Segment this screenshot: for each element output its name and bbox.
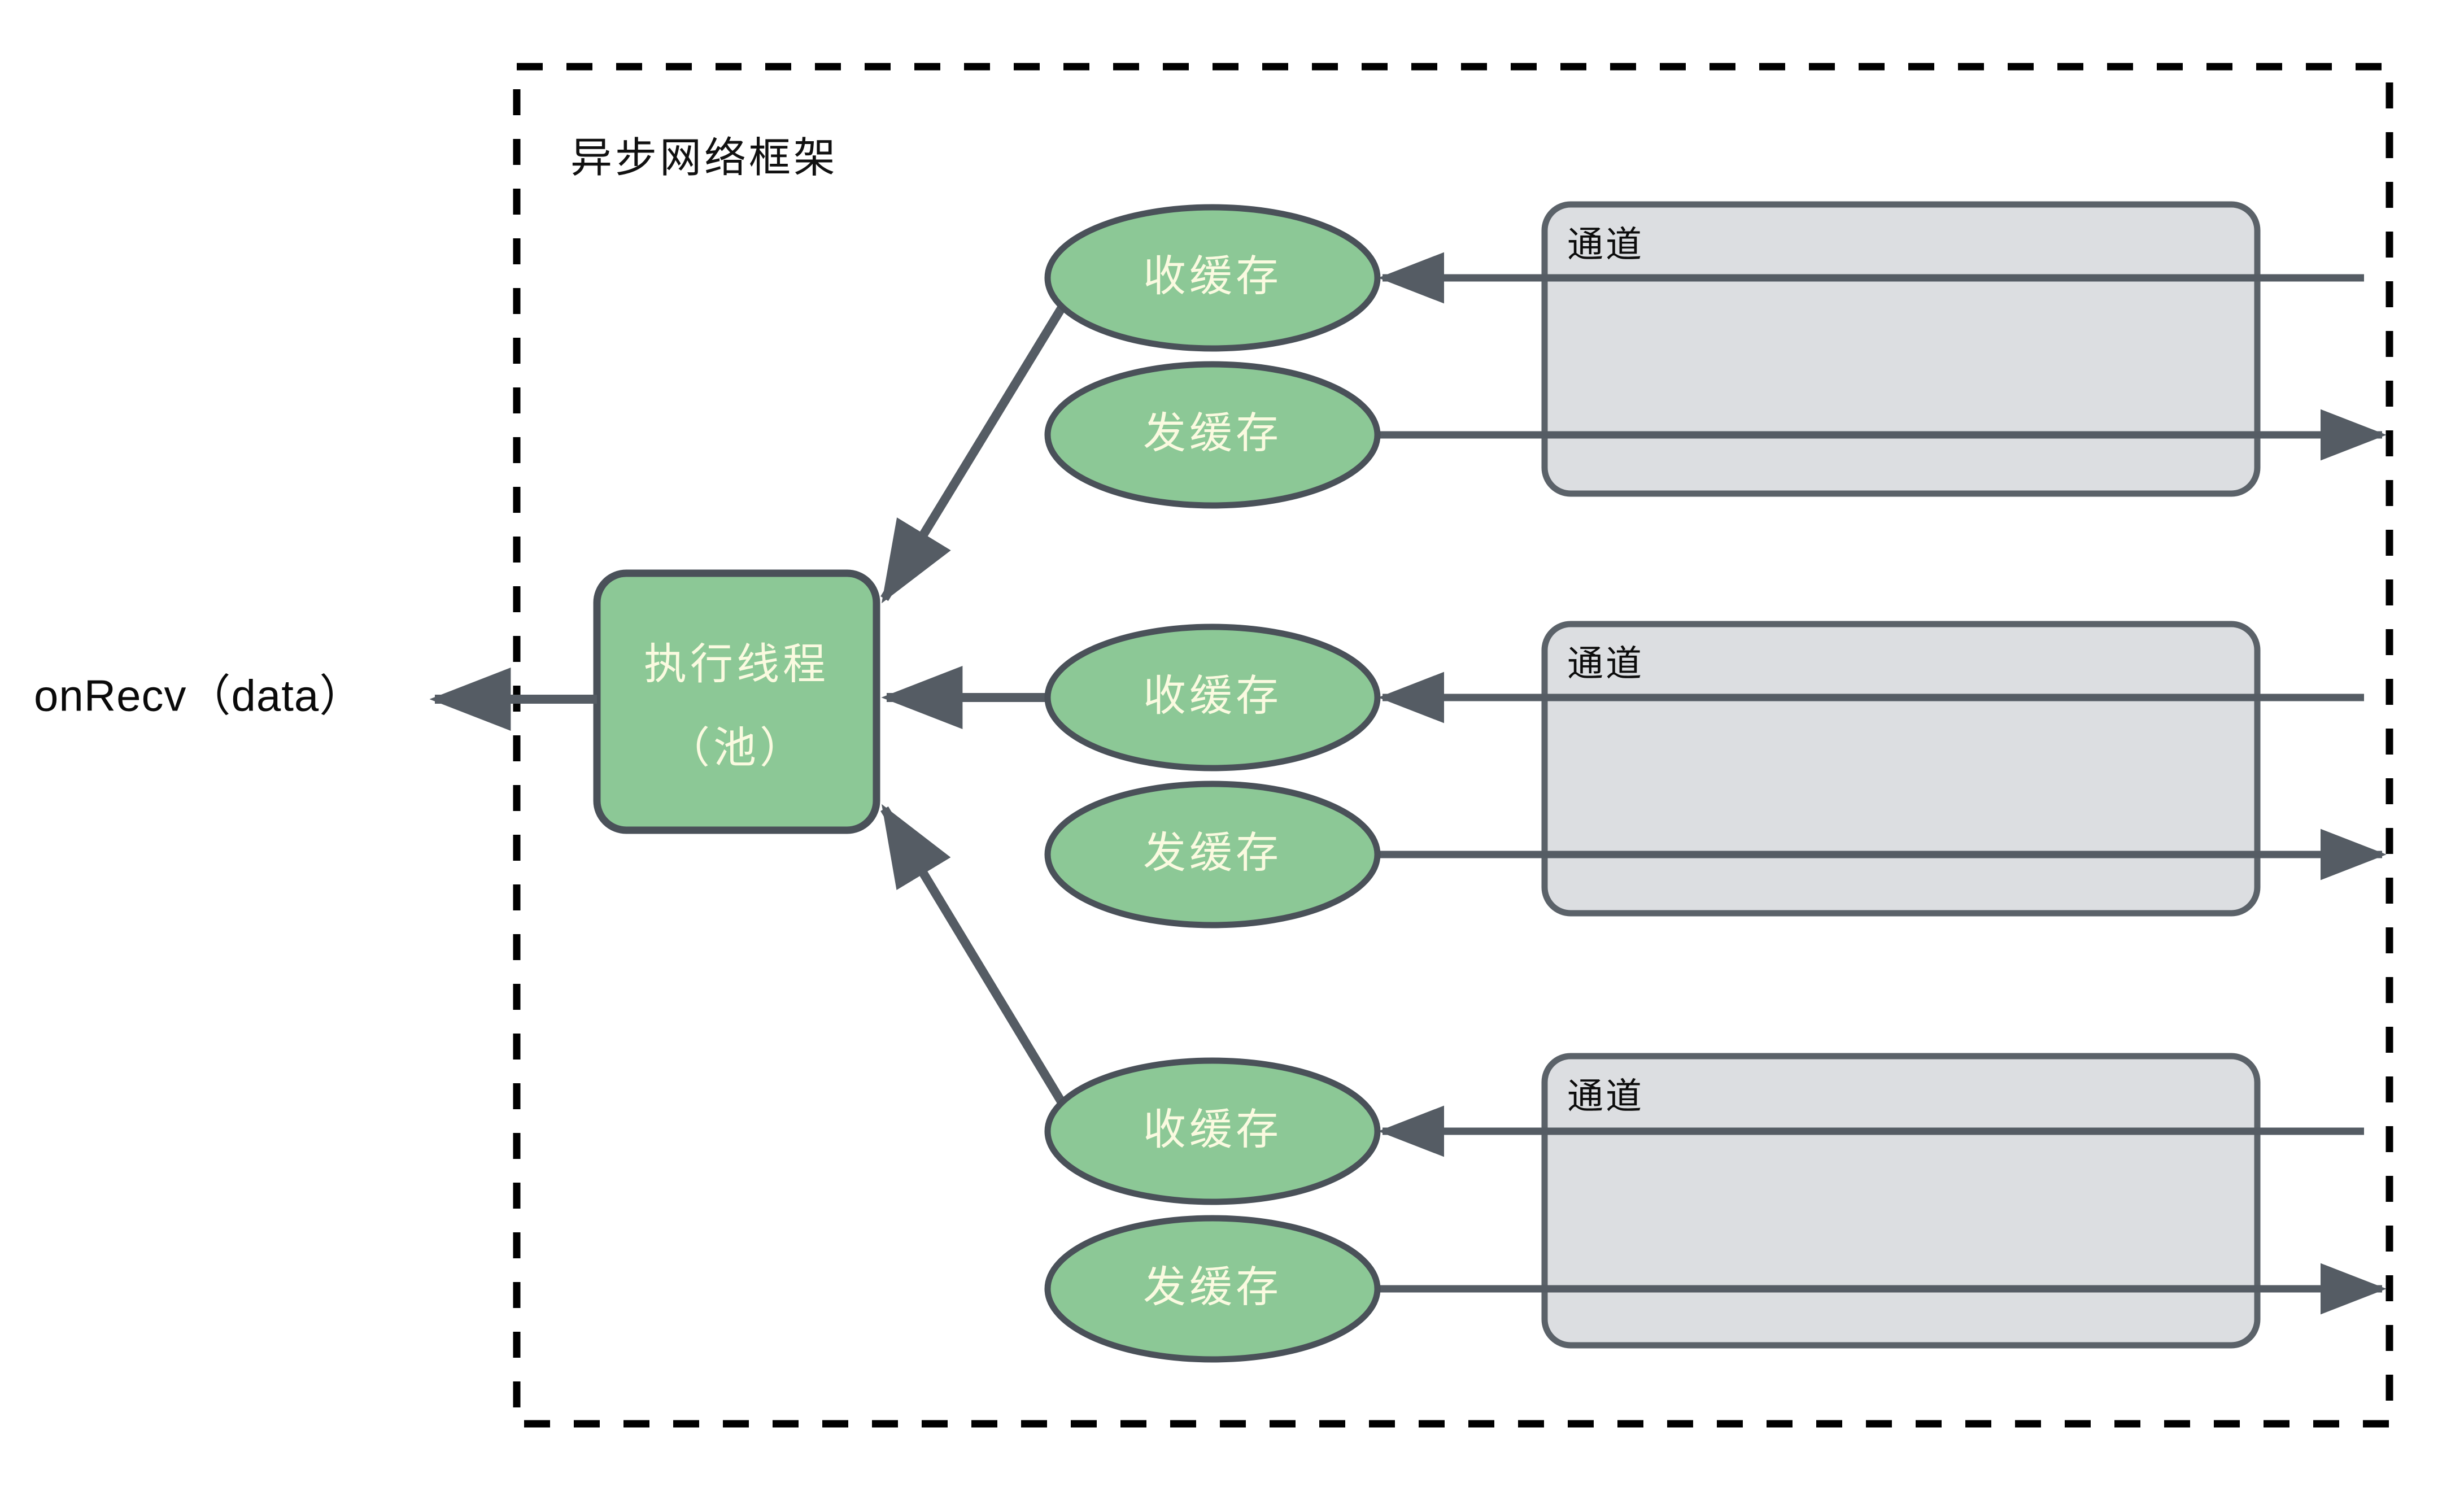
recv-buffer-2-label: 收缓存 xyxy=(1143,672,1282,720)
channel-box-3 xyxy=(1541,1053,2261,1349)
send-buffer-2-label: 发缓存 xyxy=(1143,829,1282,877)
recv-buffer-3[interactable] xyxy=(1044,1057,1381,1205)
channel-box-1 xyxy=(1541,201,2261,497)
recv-buffer-2[interactable] xyxy=(1044,624,1381,771)
channel-label-2: 通道 xyxy=(1567,643,1644,684)
recv-buffer-1[interactable] xyxy=(1044,204,1381,352)
arrow-recv1-to-threadpool xyxy=(880,286,1077,604)
framework-title: 异步网络框架 xyxy=(570,134,838,181)
thread-pool-label-line2: （池） xyxy=(667,724,806,772)
onrecv-callback-label: onRecv（data） xyxy=(34,671,364,721)
arrow-recv3-to-threadpool xyxy=(880,804,1077,1124)
thread-pool-label-line1: 执行线程 xyxy=(644,640,829,688)
framework-border xyxy=(513,63,2393,1428)
channel-box-2 xyxy=(1541,621,2261,917)
send-buffer-3[interactable] xyxy=(1044,1215,1381,1363)
send-buffer-2[interactable] xyxy=(1044,781,1381,928)
send-buffer-3-label: 发缓存 xyxy=(1143,1263,1282,1311)
channel-label-3: 通道 xyxy=(1567,1076,1644,1117)
channel-label-1: 通道 xyxy=(1567,224,1644,265)
recv-buffer-1-label: 收缓存 xyxy=(1143,252,1282,300)
thread-pool-box[interactable] xyxy=(593,569,880,834)
send-buffer-1[interactable] xyxy=(1044,361,1381,509)
send-buffer-1-label: 发缓存 xyxy=(1143,409,1282,457)
recv-buffer-3-label: 收缓存 xyxy=(1143,1106,1282,1154)
